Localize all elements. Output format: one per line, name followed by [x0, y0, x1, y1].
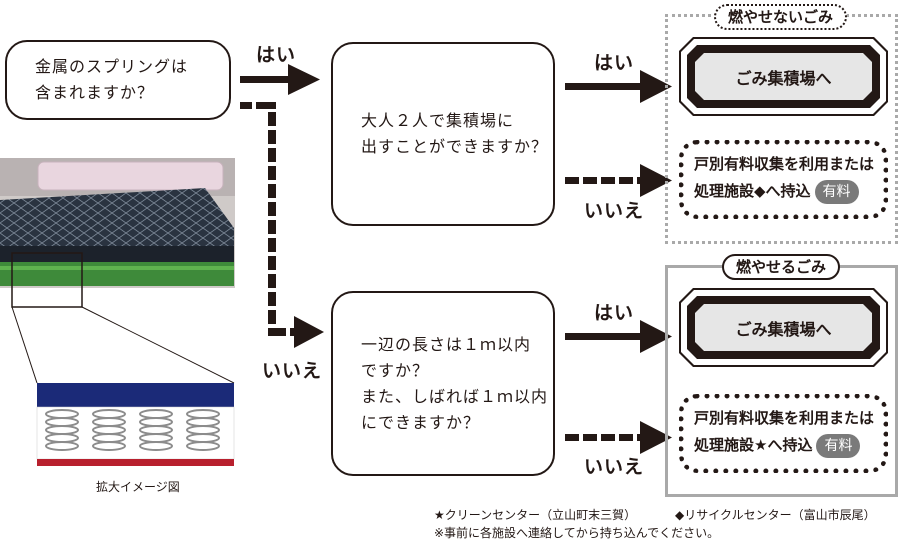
- cross-section-top: [37, 383, 234, 407]
- group-title-non-burnable: 燃やせないごみ: [714, 4, 848, 30]
- note-diamond-center: ◆リサイクルセンター（富山市辰尾）: [675, 508, 876, 522]
- paid-burnable-line1: 戸別有料収集を利用または: [694, 409, 875, 427]
- label-q3-yes: はい: [594, 302, 635, 324]
- question-two-adults-text: 大人２人で集積場に 出すことができますか？: [361, 111, 549, 156]
- question-box-two-adults: 大人２人で集積場に 出すことができますか？: [331, 42, 555, 226]
- question-box-size: 一辺の長さは１ｍ以内 ですか？ また、しばれば１ｍ以内 にできますか？: [331, 291, 555, 476]
- arrow-q1-no: [240, 102, 324, 348]
- label-q2-yes: はい: [594, 52, 635, 74]
- fee-badge-non-burnable: 有料: [814, 180, 859, 204]
- arrow-q2-no: [565, 164, 672, 197]
- zoom-line-left: [11, 306, 38, 384]
- fee-badge-burnable: 有料: [816, 434, 861, 458]
- result-collection-burnable: ごみ集積場へ: [679, 288, 888, 367]
- quilted-mattress: [0, 188, 234, 260]
- arrow-q1-yes: [240, 64, 320, 95]
- spring-coils: [45, 409, 220, 451]
- paid-burnable-line2: 処理施設★へ持込有料: [694, 432, 873, 459]
- result-collection-non-burnable-text: ごみ集積場へ: [695, 53, 872, 100]
- zoom-frame: [11, 252, 83, 308]
- label-q2-no: いいえ: [584, 200, 645, 222]
- question-spring-text: 金属のスプリングは 含まれますか？: [35, 57, 189, 102]
- result-paid-non-burnable: 戸別有料収集を利用または 処理施設◆へ持込有料: [679, 140, 888, 219]
- group-title-burnable: 燃やせるごみ: [722, 254, 841, 280]
- paid-non-burnable-line2: 処理施設◆へ持込有料: [694, 178, 873, 205]
- label-q1-no: いいえ: [262, 360, 323, 382]
- note-star-center: ★クリーンセンター（立山町末三賀）: [434, 508, 637, 522]
- green-base: [0, 262, 234, 286]
- cross-section-bottom: [37, 459, 234, 466]
- label-q1-yes: はい: [256, 44, 297, 66]
- mattress-illustration: [0, 158, 235, 466]
- arrow-q3-no: [565, 421, 672, 454]
- note-advance-notice: ※事前に各施設へ連絡してから持ち込んでください。: [434, 526, 720, 540]
- paid-non-burnable-line1: 戸別有料収集を利用または: [694, 155, 875, 173]
- arrow-q2-yes: [565, 70, 672, 103]
- label-q3-no: いいえ: [584, 456, 645, 478]
- question-box-spring: 金属のスプリングは 含まれますか？: [5, 40, 231, 120]
- illustration-caption: 拡大イメージ図: [96, 480, 180, 494]
- result-paid-burnable: 戸別有料収集を利用または 処理施設★へ持込有料: [679, 394, 888, 473]
- question-size-text: 一辺の長さは１ｍ以内 ですか？ また、しばれば１ｍ以内 にできますか？: [361, 334, 549, 432]
- zoom-line-right: [81, 306, 235, 384]
- arrow-q3-yes: [565, 320, 672, 353]
- result-collection-non-burnable: ごみ集積場へ: [679, 37, 888, 116]
- result-collection-burnable-text: ごみ集積場へ: [695, 304, 872, 351]
- back-mattress: [37, 161, 224, 191]
